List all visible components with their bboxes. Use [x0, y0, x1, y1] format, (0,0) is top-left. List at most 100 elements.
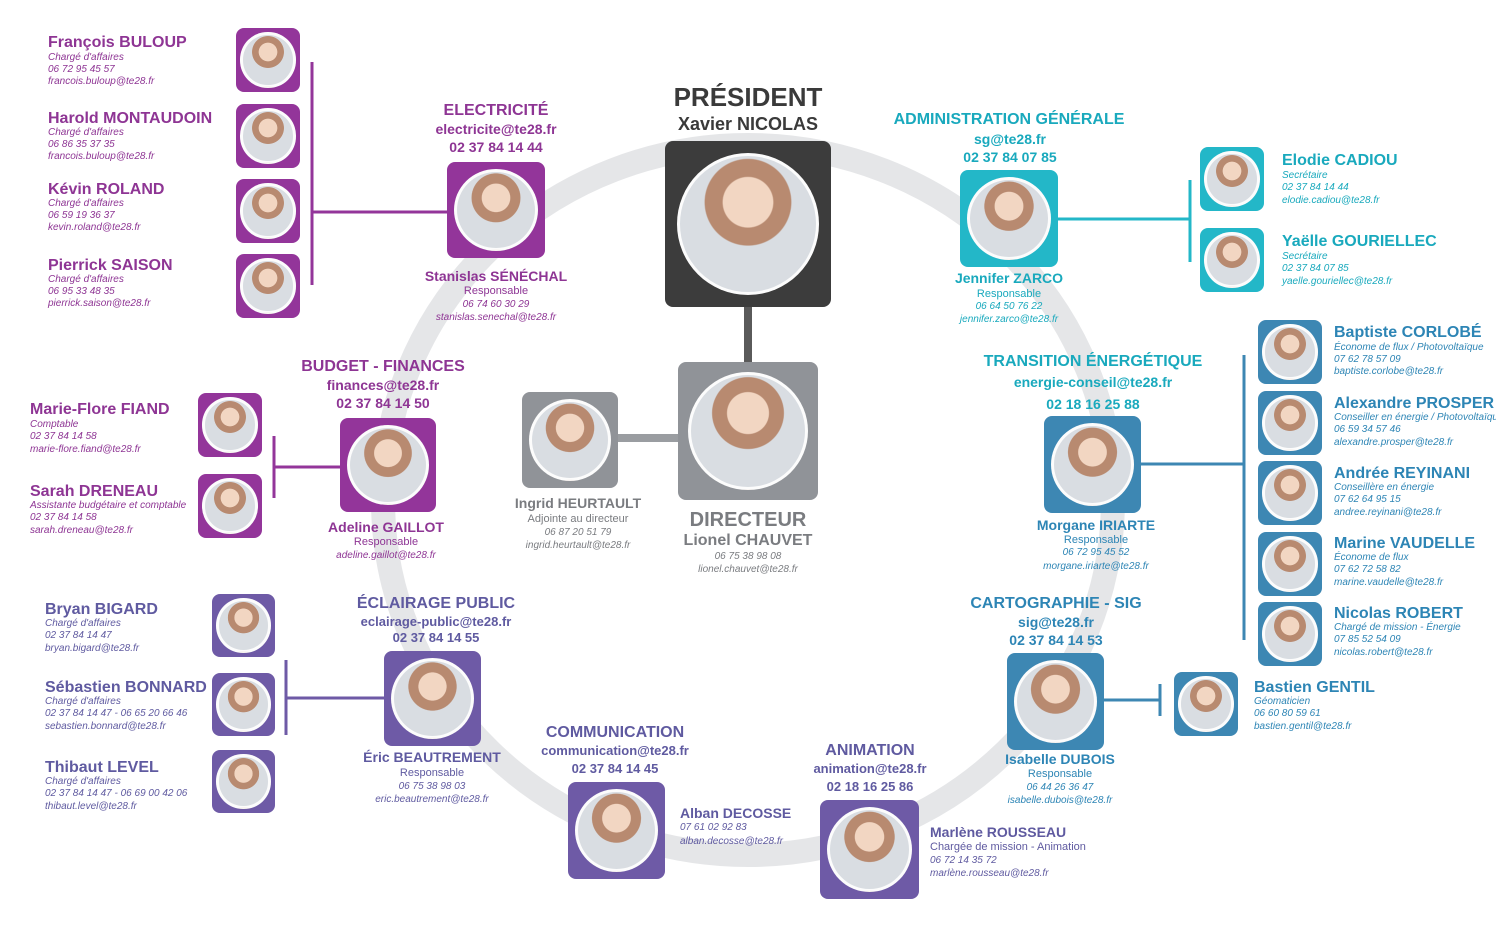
electricite-member-role: Chargé d'affaires [48, 52, 124, 63]
electricite-member-email: francois.buloup@te28.fr [48, 151, 155, 162]
assistant-phone: 06 87 20 51 79 [544, 527, 612, 538]
transition-head-email: morgane.iriarte@te28.fr [1043, 561, 1149, 572]
communication-email: communication@te28.fr [541, 743, 689, 758]
assistant-role: Adjointe au directeur [527, 513, 629, 525]
electricite-head-role: Responsable [463, 285, 529, 297]
electricite-member-photo [236, 179, 300, 243]
transition-email: energie-conseil@te28.fr [1013, 374, 1173, 390]
electricite-member-phone: 06 95 33 48 35 [48, 286, 115, 297]
administration-member-role: Secrétaire [1282, 170, 1328, 181]
communication-head-avatar [574, 788, 659, 873]
transition-member-role: Conseiller en énergie / Photovoltaïque [1334, 412, 1496, 423]
eclairage-phone: 02 37 84 14 55 [392, 630, 480, 645]
eclairage-member-role: Chargé d'affaires [45, 696, 121, 707]
transition-member-name: Nicolas ROBERT [1334, 605, 1463, 622]
transition-head-photo [1044, 416, 1141, 513]
eclairage-member-name: Thibaut LEVEL [45, 759, 159, 776]
electricite-email: electricite@te28.fr [435, 121, 557, 137]
administration-member-name: Elodie CADIOU [1282, 152, 1398, 169]
eclairage-title: ÉCLAIRAGE PUBLIC [356, 595, 516, 612]
member-avatar [202, 397, 258, 453]
communication-head-phone: 07 61 02 92 83 [680, 822, 747, 833]
transition-member-phone: 07 85 52 54 09 [1334, 634, 1401, 645]
cartographie-head-email: isabelle.dubois@te28.fr [1007, 795, 1113, 806]
eclairage-member-role: Chargé d'affaires [45, 776, 121, 787]
communication-title: COMMUNICATION [545, 724, 685, 741]
eclairage-member-email: thibaut.level@te28.fr [45, 801, 137, 812]
member-avatar [1178, 676, 1234, 732]
budget-member-photo [198, 474, 262, 538]
eclairage-head-email: eric.beautrement@te28.fr [375, 794, 489, 805]
transition-member-email: baptiste.corlobe@te28.fr [1334, 366, 1444, 377]
transition-member-name: Andrée REYINANI [1334, 465, 1471, 482]
transition-title: TRANSITION ÉNERGÉTIQUE [983, 353, 1203, 370]
electricite-member-email: pierrick.saison@te28.fr [48, 298, 151, 309]
transition-member-photo [1258, 391, 1322, 455]
administration-member-role: Secrétaire [1282, 251, 1328, 262]
budget-head-role: Responsable [353, 536, 419, 548]
director-title: DIRECTEUR [689, 509, 807, 531]
administration-head-name: Jennifer ZARCO [954, 270, 1064, 286]
transition-member-phone: 07 62 72 58 82 [1334, 564, 1401, 575]
eclairage-head-avatar [390, 657, 475, 740]
transition-head-name: Morgane IRIARTE [1036, 517, 1156, 533]
communication-head-name: Alban DECOSSE [680, 805, 792, 821]
transition-head-role: Responsable [1063, 534, 1129, 546]
electricite-head-avatar [453, 168, 539, 252]
administration-head-photo [960, 170, 1058, 267]
administration-phone: 02 37 84 07 85 [963, 149, 1057, 165]
budget-phone: 02 37 84 14 50 [336, 395, 430, 411]
cartographie-head-phone: 06 44 26 36 47 [1026, 782, 1094, 793]
animation-head-role: Chargée de mission - Animation [930, 841, 1086, 853]
electricite-member-role: Chargé d'affaires [48, 127, 124, 138]
electricite-phone: 02 37 84 14 44 [449, 139, 543, 155]
member-avatar [1262, 536, 1318, 592]
administration-head-role: Responsable [976, 288, 1042, 300]
eclairage-member-photo [212, 673, 275, 736]
budget-member-photo [198, 393, 262, 457]
eclairage-member-name: Bryan BIGARD [45, 601, 158, 618]
transition-member-email: marine.vaudelle@te28.fr [1334, 577, 1444, 588]
administration-member-photo [1200, 228, 1264, 292]
administration-member-email: yaelle.gouriellec@te28.fr [1282, 276, 1393, 287]
budget-member-role: Comptable [30, 419, 79, 430]
member-avatar [240, 32, 296, 88]
eclairage-member-email: bryan.bigard@te28.fr [45, 643, 140, 654]
budget-member-email: sarah.dreneau@te28.fr [30, 525, 133, 536]
director-email: lionel.chauvet@te28.fr [698, 564, 798, 575]
transition-member-photo [1258, 602, 1322, 666]
member-avatar [240, 108, 296, 164]
eclairage-member-email: sebastien.bonnard@te28.fr [45, 721, 166, 732]
eclairage-email: eclairage-public@te28.fr [360, 614, 512, 629]
transition-head-avatar [1050, 422, 1135, 507]
assistant-email: ingrid.heurtault@te28.fr [525, 540, 631, 551]
cartographie-head-avatar [1013, 659, 1098, 744]
transition-member-email: alexandre.prosper@te28.fr [1334, 437, 1454, 448]
director-photo [678, 362, 818, 500]
administration-member-phone: 02 37 84 07 85 [1282, 263, 1349, 274]
budget-head-avatar [346, 424, 430, 506]
president-photo [665, 141, 831, 307]
eclairage-member-phone: 02 37 84 14 47 - 06 69 00 42 06 [45, 788, 188, 799]
transition-phone: 02 18 16 25 88 [1046, 396, 1140, 412]
eclairage-member-name: Sébastien BONNARD [45, 679, 207, 696]
assistant-photo [522, 392, 618, 488]
electricite-member-name: Pierrick SAISON [48, 257, 173, 274]
transition-member-role: Économe de flux [1334, 552, 1409, 563]
transition-member-phone: 06 59 34 57 46 [1334, 424, 1401, 435]
transition-member-name: Marine VAUDELLE [1334, 535, 1476, 552]
member-avatar [216, 754, 271, 809]
assistant-name: Ingrid HEURTAULT [514, 495, 642, 511]
member-avatar [1262, 606, 1318, 662]
cartographie-title: CARTOGRAPHIE - SIG [970, 595, 1142, 612]
animation-head-avatar [826, 806, 913, 893]
electricite-head-email: stanislas.senechal@te28.fr [435, 312, 557, 323]
administration-member-name: Yaëlle GOURIELLEC [1282, 233, 1437, 250]
electricite-title: ELECTRICITÉ [443, 102, 549, 119]
member-avatar [240, 258, 296, 314]
eclairage-member-phone: 02 37 84 14 47 [45, 630, 112, 641]
president-avatar [676, 152, 820, 296]
cartographie-member-name: Bastien GENTIL [1254, 679, 1375, 696]
director-avatar [687, 371, 809, 491]
member-avatar [1262, 395, 1318, 451]
